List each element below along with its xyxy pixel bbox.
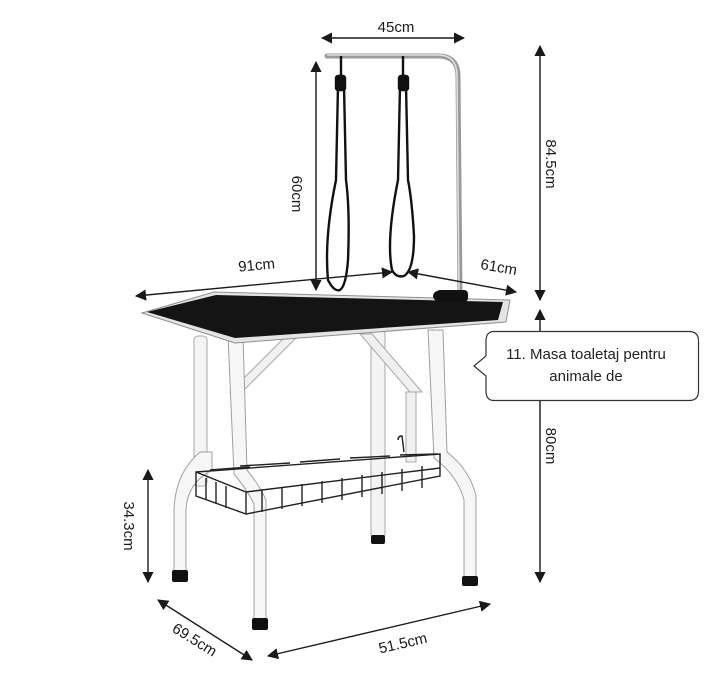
label-base-length: 51.5cm [377,630,429,658]
dim-line-base-length [266,600,492,660]
tabletop [140,291,511,344]
label-base-depth: 69.5cm [169,620,220,660]
label-total-height: 84.5cm [542,139,559,188]
product-tooltip: 11. Masa toaletaj pentru animale de [472,330,700,402]
label-arm-width: 45cm [378,19,415,36]
storage-basket [195,435,441,515]
folding-braces [228,333,424,463]
tooltip-bubble [473,330,700,402]
dimension-lines [134,32,546,661]
back-legs [193,329,386,539]
label-shelf-height: 34.3cm [120,501,137,550]
label-table-depth: 61cm [479,256,518,279]
dim-line-table-depth [406,268,518,296]
dim-line-table-length [134,267,394,301]
tooltip-text: 11. Masa toaletaj pentru animale de [506,346,666,385]
grooming-table [140,53,511,630]
leash-loop-icon [325,56,416,292]
label-table-height: 80cm [542,428,559,465]
clamp-icon [433,290,468,302]
label-table-length: 91cm [238,255,276,275]
grooming-arm-highlight [327,54,460,297]
dim-line-base-depth [157,599,253,661]
label-loop-height: 60cm [288,176,305,213]
front-legs [173,329,477,621]
rubber-feet [172,535,478,630]
